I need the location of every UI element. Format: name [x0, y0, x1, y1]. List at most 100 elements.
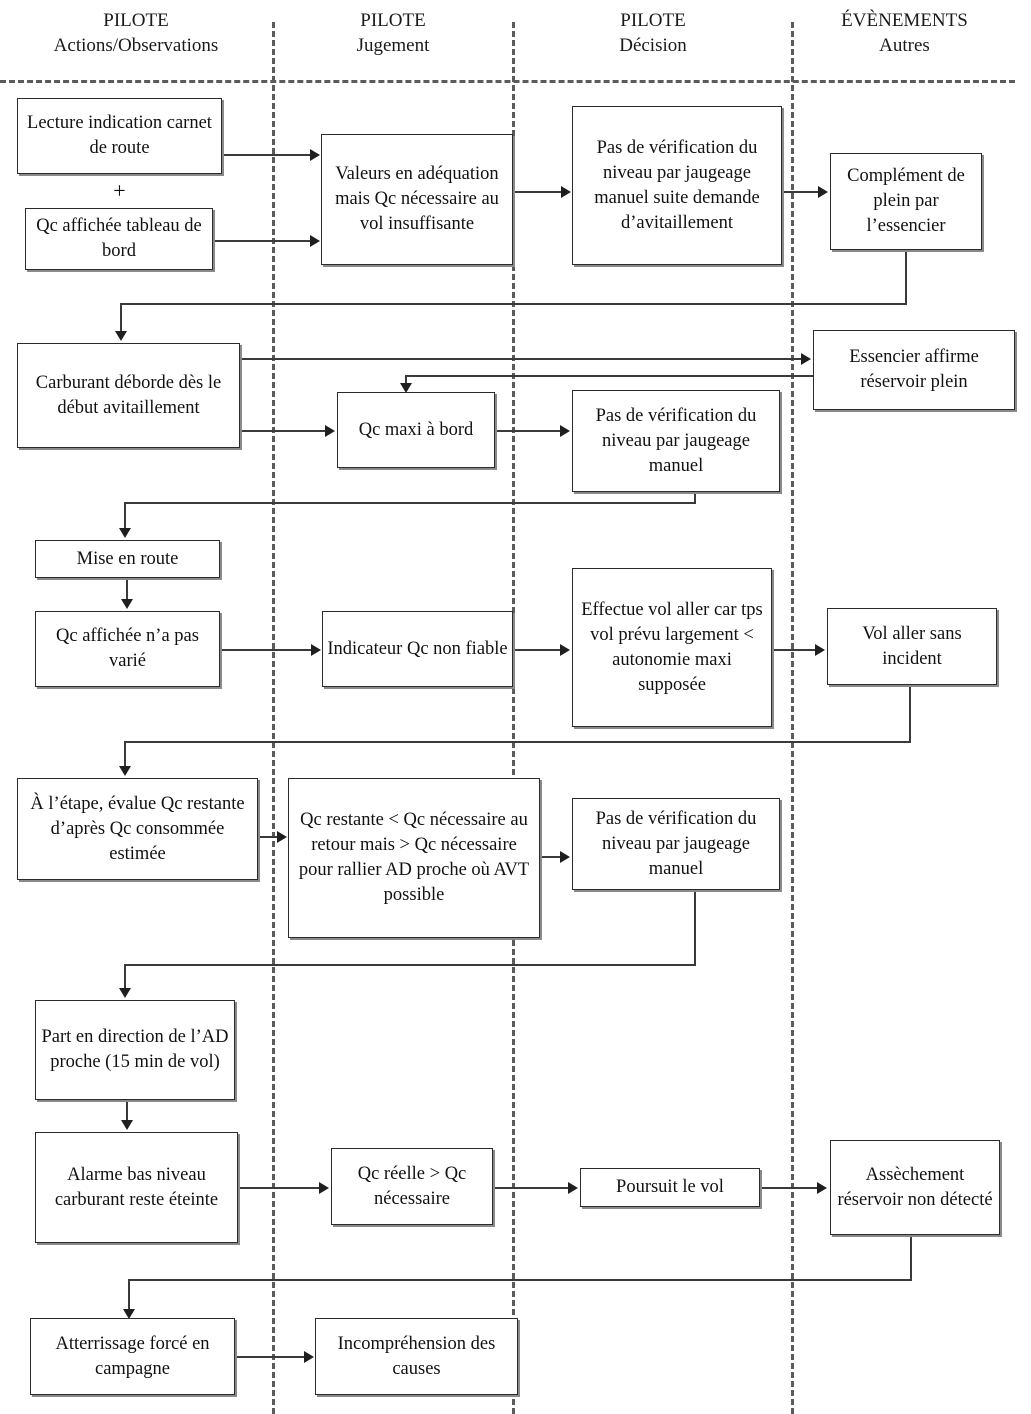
node-poursuit-le-vol[interactable]: Poursuit le vol	[580, 1168, 760, 1207]
arrowhead-n19-in	[121, 1120, 133, 1130]
edge-n09-back-v	[405, 375, 407, 386]
column-header-line1: PILOTE	[103, 10, 169, 31]
swimlane-divider-2	[512, 22, 515, 1414]
node-essencier-affirme[interactable]: Essencier affirme réservoir plein	[813, 330, 1015, 410]
node-qc-reelle-superieure[interactable]: Qc réelle > Qc nécessaire	[331, 1148, 493, 1225]
arrowhead-n20-in	[319, 1182, 329, 1194]
edge-n02-n03	[213, 240, 311, 242]
column-header-line2: Autres	[879, 35, 930, 56]
edge-n23-n24	[235, 1356, 305, 1358]
node-pas-verification-3[interactable]: Pas de vérification du niveau par jaugea…	[572, 798, 780, 890]
column-header-evenements-autres: ÉVÈNEMENTS Autres	[794, 8, 1015, 58]
node-qc-affichee-tableau[interactable]: Qc affichée tableau de bord	[25, 208, 213, 270]
edge-n05-left	[120, 303, 907, 305]
edge-n05-to-n06	[120, 303, 122, 333]
column-header-line2: Décision	[619, 35, 687, 56]
edge-n22-left	[128, 1279, 912, 1281]
node-pas-verification-2[interactable]: Pas de vérification du niveau par jaugea…	[572, 390, 780, 492]
arrowhead-n17-in	[560, 851, 570, 863]
arrowhead-n07-in-left	[325, 425, 335, 437]
arrowhead-n15-in	[119, 766, 131, 776]
edge-n08-left	[124, 502, 696, 504]
column-header-pilote-decision: PILOTE Décision	[514, 8, 792, 58]
node-qc-restante-compare[interactable]: Qc restante < Qc nécessaire au retour ma…	[288, 778, 540, 938]
node-assechement-reservoir[interactable]: Assèchement réservoir non détecté	[830, 1140, 1000, 1235]
edge-n13-n14	[772, 649, 816, 651]
edge-n01-n03	[222, 154, 311, 156]
edge-n07-n08	[495, 430, 561, 432]
edge-n19-n20	[238, 1187, 320, 1189]
arrowhead-n21-in	[568, 1182, 578, 1194]
arrowhead-n07-in-top	[400, 383, 412, 393]
arrowhead-n09-in	[801, 353, 811, 365]
arrowhead-n11-in	[121, 599, 133, 609]
edge-n21-n22	[760, 1187, 818, 1189]
node-alarme-bas-niveau[interactable]: Alarme bas niveau carburant reste éteint…	[35, 1132, 238, 1243]
arrowhead-n22-in	[817, 1182, 827, 1194]
edge-n16-n17	[540, 856, 561, 858]
edge-n08-to-n10	[124, 502, 126, 530]
edge-n06-n09	[240, 358, 803, 360]
node-atterrissage-force[interactable]: Atterrissage forcé en campagne	[30, 1318, 235, 1395]
column-header-line2: Actions/Observations	[53, 35, 219, 56]
node-complement-plein[interactable]: Complément de plein par l’essencier	[830, 153, 982, 250]
edge-n18-n19	[126, 1100, 128, 1122]
edge-n14-to-n15	[124, 741, 126, 769]
node-a-letape-evalue[interactable]: À l’étape, évalue Qc restante d’après Qc…	[17, 778, 258, 880]
arrowhead-n10-in	[119, 528, 131, 538]
arrowhead-n05-in	[818, 186, 828, 198]
node-mise-en-route[interactable]: Mise en route	[35, 540, 220, 578]
arrowhead-n23-in	[123, 1309, 135, 1319]
edge-n05-down	[905, 250, 907, 304]
node-valeurs-adequation[interactable]: Valeurs en adéquation mais Qc nécessaire…	[321, 134, 513, 265]
node-effectue-vol-aller[interactable]: Effectue vol aller car tps vol prévu lar…	[572, 568, 772, 727]
arrowhead-n12-in	[311, 644, 321, 656]
header-divider	[0, 80, 1015, 83]
node-qc-affichee-pas-varie[interactable]: Qc affichée n’a pas varié	[35, 611, 220, 687]
edge-n22-down	[910, 1235, 912, 1280]
edge-n04-n05	[782, 191, 819, 193]
edge-n11-n12	[220, 649, 312, 651]
node-part-en-direction[interactable]: Part en direction de l’AD proche (15 min…	[35, 1000, 235, 1100]
edge-n12-n13	[513, 649, 561, 651]
arrowhead-n18-in	[119, 988, 131, 998]
arrowhead-n13-in	[560, 644, 570, 656]
edge-n17-left	[124, 964, 696, 966]
plus-connector: +	[113, 178, 126, 203]
column-header-line1: PILOTE	[360, 10, 426, 31]
swimlane-divider-3	[791, 22, 794, 1414]
edge-n17-to-n18	[124, 964, 126, 990]
arrowhead-n04-in	[561, 186, 571, 198]
arrowhead-n24-in	[304, 1351, 314, 1363]
edge-n03-n04	[513, 191, 561, 193]
node-qc-maxi-bord[interactable]: Qc maxi à bord	[337, 392, 495, 468]
arrowhead-n08-in	[560, 425, 570, 437]
edge-n14-left	[124, 741, 911, 743]
edge-n09-back-h	[405, 375, 815, 377]
node-incomprehension-causes[interactable]: Incompréhension des causes	[315, 1318, 518, 1395]
edge-n17-down	[694, 890, 696, 965]
edge-n20-n21	[493, 1187, 569, 1189]
column-header-pilote-actions: PILOTE Actions/Observations	[0, 8, 272, 58]
arrowhead-n03-in-top	[310, 149, 320, 161]
arrowhead-n03-in-bottom	[310, 235, 320, 247]
column-header-line1: ÉVÈNEMENTS	[841, 10, 968, 31]
arrowhead-n06-in	[115, 331, 127, 341]
edge-n06-n07	[240, 430, 326, 432]
node-lecture-indication[interactable]: Lecture indication carnet de route	[17, 98, 222, 174]
column-header-line1: PILOTE	[620, 10, 686, 31]
edge-n15-n16	[258, 836, 278, 838]
column-header-pilote-jugement: PILOTE Jugement	[274, 8, 512, 58]
edge-n14-down	[909, 685, 911, 742]
edge-n10-n11	[126, 578, 128, 601]
swimlane-divider-1	[272, 22, 275, 1414]
edge-n08-down	[694, 492, 696, 503]
node-pas-verification-1[interactable]: Pas de vérification du niveau par jaugea…	[572, 106, 782, 265]
column-header-line2: Jugement	[356, 35, 430, 56]
node-indicateur-qc-non-fiable[interactable]: Indicateur Qc non fiable	[322, 611, 513, 687]
node-carburant-deborde[interactable]: Carburant déborde dès le début avitaille…	[17, 343, 240, 448]
edge-n22-to-n23	[128, 1279, 130, 1311]
arrowhead-n14-in	[815, 644, 825, 656]
node-vol-aller-sans-incident[interactable]: Vol aller sans incident	[827, 608, 997, 685]
